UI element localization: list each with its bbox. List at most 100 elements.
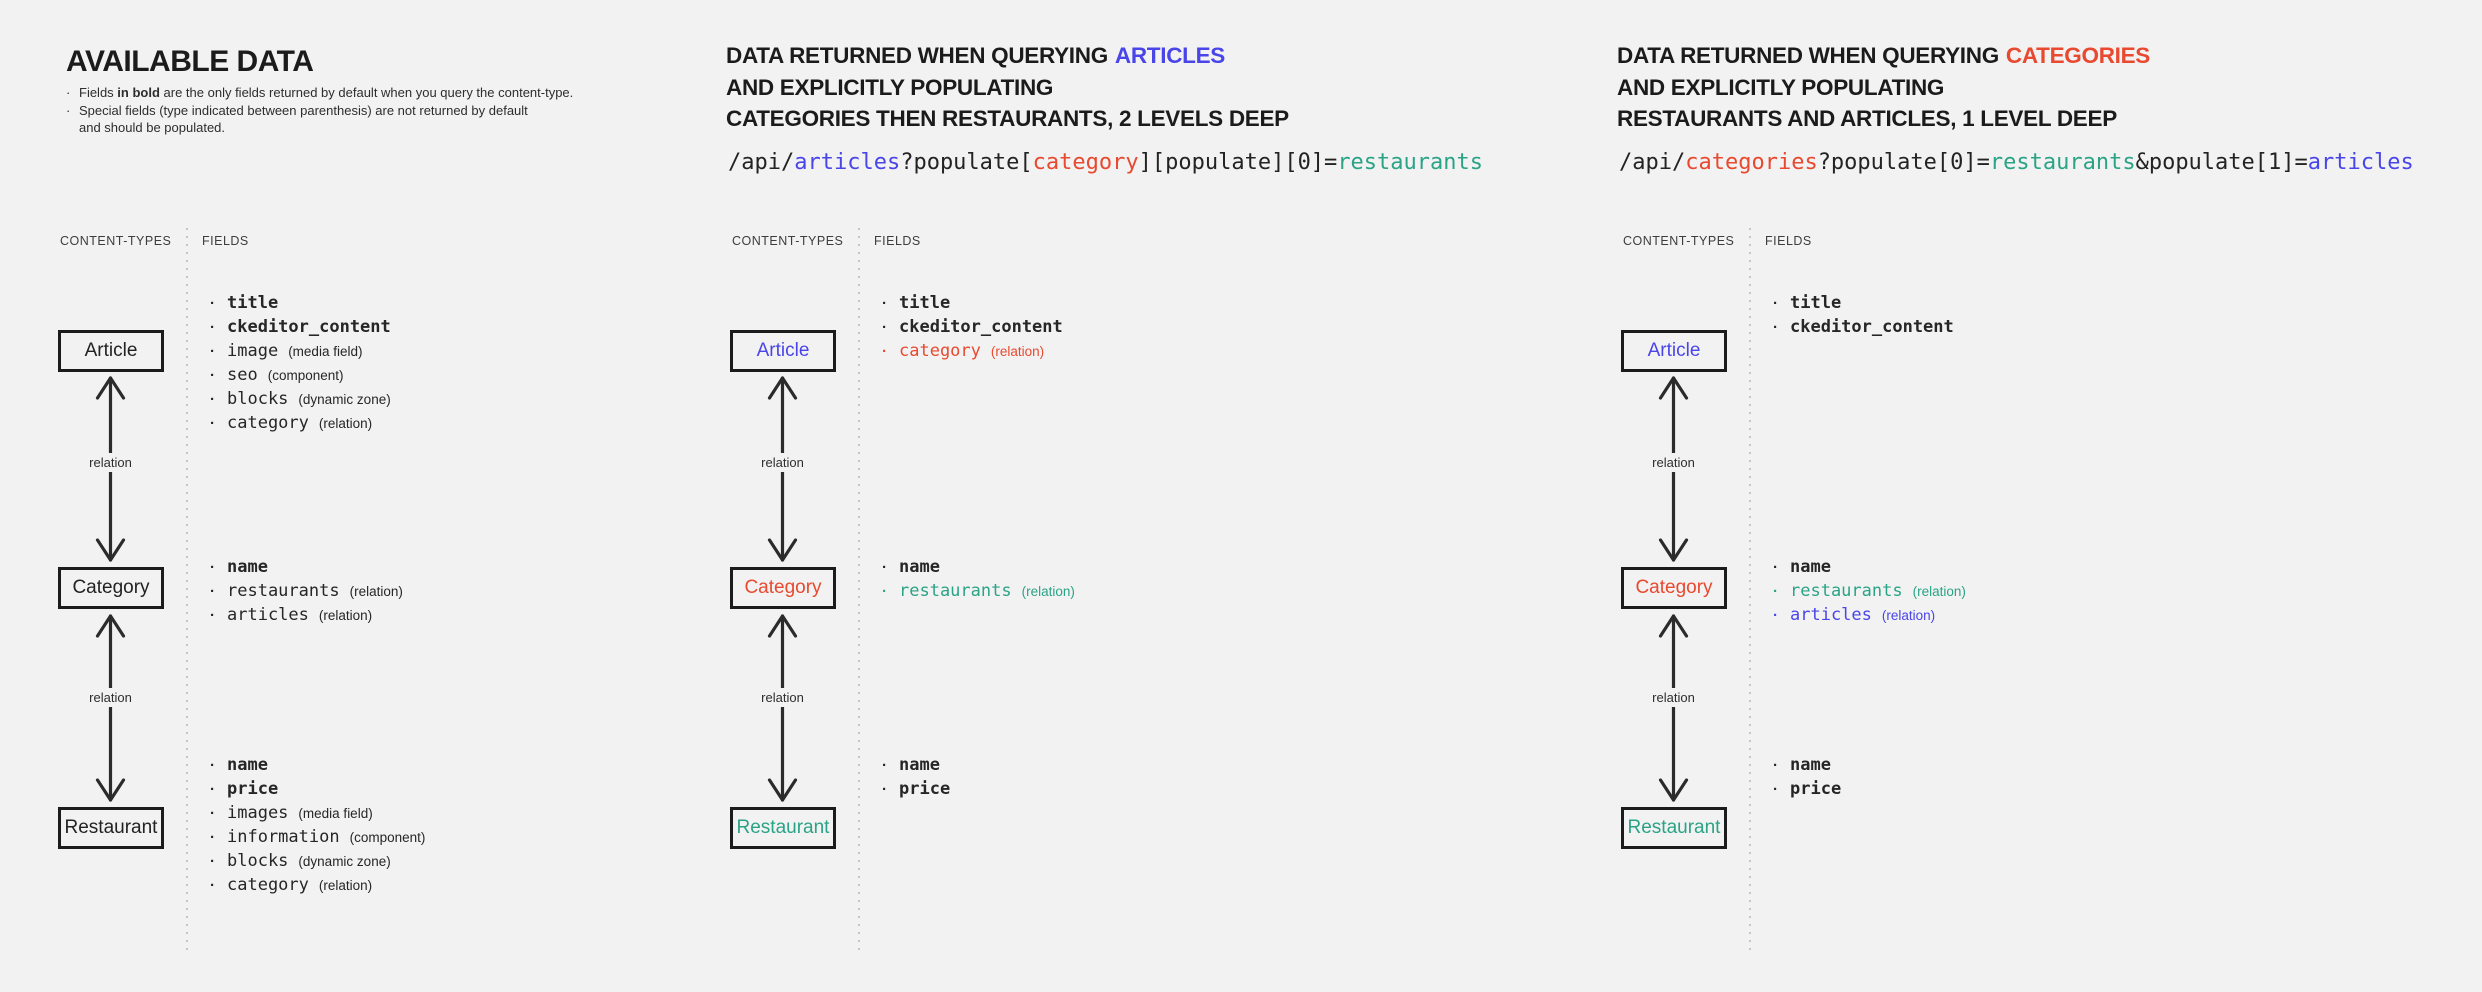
content-types-label: CONTENT-TYPES bbox=[732, 234, 844, 248]
bullet-icon: · bbox=[210, 757, 215, 774]
bullet-icon: · bbox=[1773, 559, 1778, 576]
available-data-panel: AVAILABLE DATA · Fields in bold are the … bbox=[58, 0, 708, 992]
fields-label: FIELDS bbox=[874, 234, 921, 248]
notes-list: · Fields in bold are the only fields ret… bbox=[66, 84, 646, 137]
api-segment: articles bbox=[794, 150, 901, 175]
field-item: ·title bbox=[882, 291, 1350, 315]
double-arrow-icon bbox=[767, 614, 798, 802]
relation-arrow-article-category: relation bbox=[85, 373, 136, 565]
field-item: ·blocks(dynamic zone) bbox=[210, 849, 678, 873]
restaurant-fields-list: ·name ·price bbox=[1773, 753, 2241, 801]
bullet-icon: · bbox=[210, 343, 215, 360]
bullet-icon: · bbox=[1773, 319, 1778, 336]
field-item: ·name bbox=[210, 555, 678, 579]
bullet-icon: · bbox=[210, 367, 215, 384]
restaurant-box: Restaurant bbox=[58, 807, 164, 849]
bullet-icon: · bbox=[210, 559, 215, 576]
highlight-categories: CATEGORIES bbox=[2005, 43, 2151, 68]
relation-arrow-article-category: relation bbox=[757, 373, 808, 565]
bullet-icon: · bbox=[210, 853, 215, 870]
article-fields-list: ·title ·ckeditor_content bbox=[1773, 291, 2241, 339]
heading-line: AND EXPLICITLY POPULATING bbox=[1617, 74, 1945, 100]
restaurant-box: Restaurant bbox=[1621, 807, 1727, 849]
field-item: ·information(component) bbox=[210, 825, 678, 849]
bullet-icon: · bbox=[210, 391, 215, 408]
note-text: Special fields (type indicated between p… bbox=[79, 102, 528, 136]
field-item: ·restaurants(relation) bbox=[882, 579, 1350, 603]
field-item: ·title bbox=[210, 291, 678, 315]
api-segment: restaurants bbox=[1337, 150, 1484, 175]
field-item: ·category(relation) bbox=[210, 873, 678, 897]
relation-label: relation bbox=[1648, 688, 1699, 707]
note-item: · Fields in bold are the only fields ret… bbox=[66, 84, 646, 102]
bullet-icon: · bbox=[210, 805, 215, 822]
relation-label: relation bbox=[85, 688, 136, 707]
field-item: ·category(relation) bbox=[210, 411, 678, 435]
relation-label: relation bbox=[85, 453, 136, 472]
api-segment: /api/ bbox=[1619, 150, 1686, 175]
api-segment: ?populate[ bbox=[900, 150, 1033, 175]
field-item: ·seo(component) bbox=[210, 363, 678, 387]
relation-arrow-category-restaurant: relation bbox=[1648, 611, 1699, 805]
fields-label: FIELDS bbox=[1765, 234, 1812, 248]
bullet-icon: · bbox=[882, 781, 887, 798]
heading-line: RESTAURANTS AND ARTICLES, 1 LEVEL DEEP bbox=[1617, 106, 2117, 131]
article-box: Article bbox=[1621, 330, 1727, 372]
relation-arrow-category-restaurant: relation bbox=[85, 611, 136, 805]
bullet-icon: · bbox=[882, 343, 887, 360]
field-item: ·name bbox=[1773, 555, 2241, 579]
api-segment: restaurants bbox=[1989, 150, 2136, 175]
api-segment: categories bbox=[1685, 150, 1818, 175]
bullet-icon: · bbox=[1773, 583, 1778, 600]
category-fields-list: ·name ·restaurants(relation) bbox=[882, 555, 1350, 603]
dotted-divider bbox=[858, 228, 860, 954]
field-item: ·name bbox=[882, 555, 1350, 579]
bullet-icon: · bbox=[66, 102, 71, 118]
category-box: Category bbox=[1621, 567, 1727, 609]
field-item: ·price bbox=[882, 777, 1350, 801]
api-segment: &populate[1]= bbox=[2135, 150, 2308, 175]
api-query: /api/articles?populate[category][populat… bbox=[728, 149, 1483, 177]
category-box: Category bbox=[58, 567, 164, 609]
field-item: ·name bbox=[882, 753, 1350, 777]
bullet-icon: · bbox=[882, 757, 887, 774]
bullet-icon: · bbox=[882, 559, 887, 576]
restaurant-box: Restaurant bbox=[730, 807, 836, 849]
bullet-icon: · bbox=[210, 295, 215, 312]
relation-arrow-category-restaurant: relation bbox=[757, 611, 808, 805]
content-types-label: CONTENT-TYPES bbox=[1623, 234, 1735, 248]
field-item: ·name bbox=[210, 753, 678, 777]
field-item: ·ckeditor_content bbox=[882, 315, 1350, 339]
fields-label: FIELDS bbox=[202, 234, 249, 248]
relation-label: relation bbox=[757, 688, 808, 707]
bullet-icon: · bbox=[882, 583, 887, 600]
bullet-icon: · bbox=[1773, 781, 1778, 798]
bullet-icon: · bbox=[1773, 607, 1778, 624]
content-types-label: CONTENT-TYPES bbox=[60, 234, 172, 248]
field-item: ·image(media field) bbox=[210, 339, 678, 363]
bullet-icon: · bbox=[210, 319, 215, 336]
field-item: ·ckeditor_content bbox=[210, 315, 678, 339]
api-segment: ?populate[0]= bbox=[1817, 150, 1990, 175]
article-box: Article bbox=[730, 330, 836, 372]
api-segment: category bbox=[1032, 150, 1139, 175]
category-fields-list: ·name ·restaurants(relation) ·articles(r… bbox=[1773, 555, 2241, 627]
article-fields-list: ·title ·ckeditor_content ·image(media fi… bbox=[210, 291, 678, 435]
article-fields-list: ·title ·ckeditor_content ·category(relat… bbox=[882, 291, 1350, 363]
field-item: ·ckeditor_content bbox=[1773, 315, 2241, 339]
dotted-divider bbox=[186, 228, 188, 954]
field-item: ·blocks(dynamic zone) bbox=[210, 387, 678, 411]
page-title: AVAILABLE DATA bbox=[66, 45, 314, 78]
field-item: ·restaurants(relation) bbox=[210, 579, 678, 603]
note-item: · Special fields (type indicated between… bbox=[66, 102, 646, 137]
category-fields-list: ·name ·restaurants(relation) ·articles(r… bbox=[210, 555, 678, 627]
content-type-diagram-1: CONTENT-TYPES FIELDS Article Category Re… bbox=[58, 0, 678, 992]
field-item: ·name bbox=[1773, 753, 2241, 777]
api-segment: articles bbox=[2307, 150, 2414, 175]
